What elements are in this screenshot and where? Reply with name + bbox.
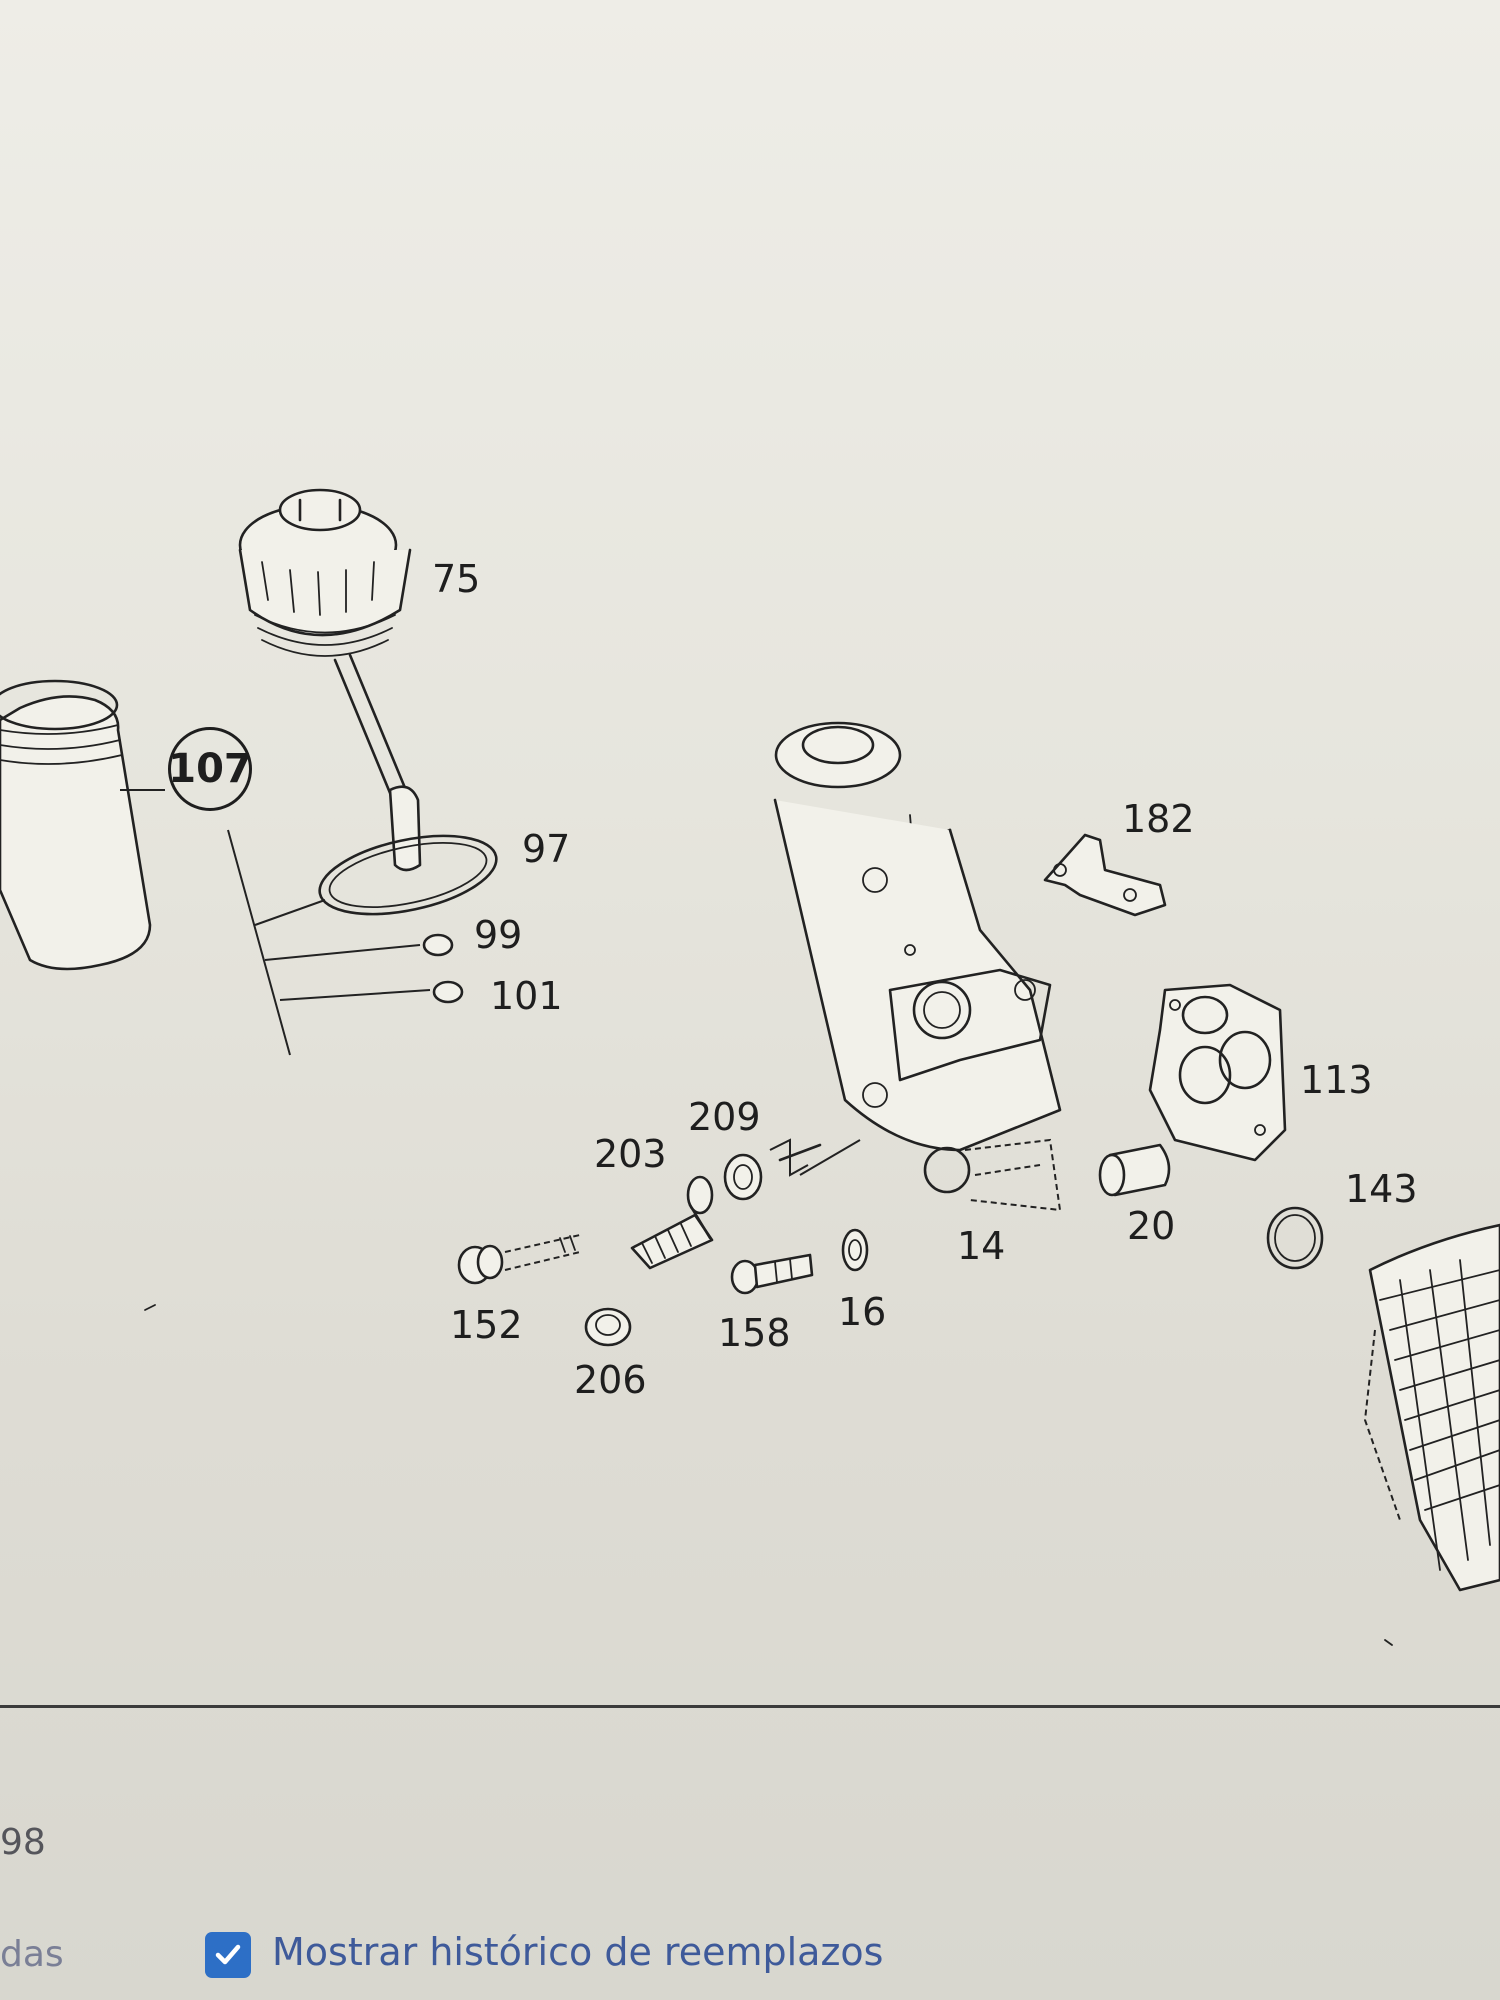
fitting-203-drawing [630, 1175, 714, 1270]
callout-206[interactable]: 206 [574, 1358, 647, 1402]
filter-cap-75-drawing [238, 488, 422, 872]
cut-off-number: 98 [0, 1822, 46, 1863]
callout-158[interactable]: 158 [718, 1311, 791, 1355]
callout-203[interactable]: 203 [594, 1132, 667, 1176]
plug-206-drawing [584, 1307, 632, 1347]
o-ring-143-drawing [1266, 1206, 1324, 1270]
oil-cooler-drawing [1363, 1223, 1500, 1592]
callout-152[interactable]: 152 [450, 1303, 523, 1347]
bracket-182-drawing [1043, 833, 1167, 917]
callout-97[interactable]: 97 [522, 827, 571, 871]
seal-101-drawing [432, 980, 464, 1004]
callout-143[interactable]: 143 [1345, 1167, 1418, 1211]
show-replacement-history-label[interactable]: Mostrar histórico de reemplazos [272, 1930, 884, 1974]
callout-162[interactable]: 16 [838, 1290, 887, 1334]
checkmark-icon [215, 1944, 241, 1965]
callout-113[interactable]: 113 [1300, 1058, 1373, 1102]
bolt-152-drawing [457, 1234, 581, 1285]
seal-99-drawing [422, 933, 454, 957]
exploded-parts-diagram [0, 488, 1500, 1646]
cut-off-label: das [0, 1934, 64, 1975]
callout-14[interactable]: 14 [957, 1224, 1006, 1268]
show-replacement-history-checkbox[interactable] [205, 1932, 251, 1978]
callout-107-circled[interactable]: 107 [168, 727, 252, 811]
callout-75[interactable]: 75 [432, 557, 481, 601]
sleeve-20-drawing [1098, 1143, 1171, 1197]
callout-101[interactable]: 101 [490, 974, 563, 1018]
callout-182[interactable]: 182 [1122, 797, 1195, 841]
nut-162-drawing [841, 1228, 869, 1272]
filter-housing-14-drawing [773, 721, 1062, 1212]
callout-20[interactable]: 20 [1127, 1204, 1176, 1248]
parts-diagram-panel: 75 107 97 99 101 182 113 209 203 14 20 1… [0, 488, 1500, 1646]
washer-209-drawing [723, 1153, 763, 1201]
gasket-plate-113-drawing [1148, 983, 1287, 1162]
callout-209[interactable]: 209 [688, 1095, 761, 1139]
gasket-97-drawing [318, 834, 498, 916]
bolt-158-drawing [730, 1253, 814, 1295]
callout-99[interactable]: 99 [474, 913, 523, 957]
filter-element-drawing [0, 679, 152, 971]
diagram-divider [0, 1705, 1500, 1708]
